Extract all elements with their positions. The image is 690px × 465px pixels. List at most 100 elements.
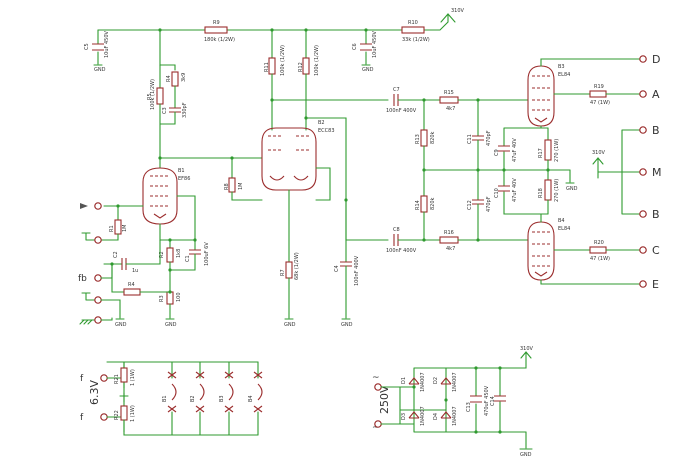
resistor-r19: R19 47 (1W)	[589, 84, 641, 106]
r20-name: R20	[594, 240, 604, 246]
r22-value: 1 (1W)	[130, 405, 136, 422]
terminal-m-label: M	[652, 166, 662, 179]
ac-terminal-bottom	[374, 420, 382, 428]
terminal-m	[639, 168, 647, 176]
heater-b2: B2	[190, 361, 205, 436]
terminal-c-label: C	[652, 244, 660, 257]
c5-name: C5	[84, 43, 90, 50]
terminal-b-top	[639, 126, 647, 134]
ac-tilde-bottom: ~	[372, 423, 380, 433]
r18-name: R18	[538, 188, 544, 198]
r20-value: 47 (1W)	[590, 256, 610, 262]
r17-value: 270 (1W)	[554, 139, 560, 162]
heater-b4-label: B4	[248, 395, 254, 402]
r16-name: R16	[444, 230, 454, 236]
c4-value: 100nF 400V	[354, 255, 360, 286]
heater-supply: f f 6.3V R21 1 (1W) R22 1 (1W) B1 B2	[80, 361, 263, 436]
r9-value: 180k (1/2W)	[204, 37, 235, 43]
c8-value: 100nF 400V	[386, 248, 417, 254]
capacitor-c5: C5 10uF 450V GND	[84, 29, 110, 73]
tube-b2: B2 ECC83	[261, 120, 335, 191]
r17-name: R17	[538, 148, 544, 158]
capacitor-c13: C13 470uF 450V	[466, 367, 490, 433]
r13-name: R13	[415, 134, 421, 144]
psu-voltage-label: 310V	[520, 346, 534, 352]
gnd-cathode: GND	[566, 186, 578, 192]
terminal-d	[639, 55, 647, 63]
gnd-r3: GND	[165, 322, 177, 328]
input-stage: R5 100k (1/2W) R4 3k9 C3 330pF B1 EF86 R…	[97, 29, 263, 328]
heater-f-bottom: f	[80, 413, 84, 423]
c8-name: C8	[393, 227, 400, 233]
diode-d3: D3 1N4007	[401, 406, 426, 426]
r2-name: R2	[159, 251, 165, 258]
fb-terminal	[94, 274, 102, 282]
r2-value: 1k8	[176, 249, 182, 258]
c11-name: C11	[467, 134, 473, 144]
tube-b3: B3 EL84	[527, 58, 641, 129]
c9-value: 47uF 40V	[512, 138, 518, 162]
r8-name: R8	[224, 183, 230, 190]
r22-name: R22	[114, 410, 120, 420]
output-coupling: C7 100nF 400V R15 4k7 C8 100nF 400V R16 …	[386, 87, 578, 254]
heater-terminal-bottom	[100, 413, 108, 421]
c1-value: 100uF 6V	[204, 242, 210, 266]
r11-value: 100k (1/2W)	[280, 45, 286, 76]
diode-d4: D4 1N4007	[433, 406, 458, 426]
c12-value: 470pF	[486, 196, 492, 212]
terminal-a	[639, 90, 647, 98]
output-terminals: D A B M B C E	[639, 53, 662, 291]
fb-label: fb	[78, 274, 87, 284]
ht-voltage: 250V	[378, 385, 391, 414]
r5-value: 100k (1/2W)	[150, 79, 156, 110]
d2-type: 1N4007	[452, 372, 458, 392]
c1-name: C1	[185, 255, 191, 262]
r18-value: 270 (1W)	[554, 179, 560, 202]
r19-name: R19	[594, 84, 604, 90]
heater-b3-label: B3	[219, 395, 225, 402]
terminal-e-label: E	[652, 278, 659, 291]
c6-name: C6	[352, 43, 358, 50]
heater-b2-label: B2	[190, 395, 196, 402]
c3-name: C3	[162, 107, 168, 114]
input-terminal	[94, 202, 102, 210]
d4-type: 1N4007	[452, 406, 458, 426]
r21-name: R21	[114, 374, 120, 384]
heater-voltage: 6.3V	[88, 380, 101, 405]
r-3k9-value: 3k9	[181, 73, 187, 82]
heater-f-top: f	[80, 374, 84, 384]
c2-name: C2	[113, 251, 119, 258]
terminal-a-label: A	[652, 88, 660, 101]
b4-name: B4	[558, 218, 565, 224]
gnd-c4: GND	[341, 322, 353, 328]
r1-name: R1	[109, 225, 115, 232]
c9-name: C9	[494, 149, 500, 156]
diode-d2: D2 1N4007	[433, 372, 458, 392]
r13-value: 820k	[430, 131, 436, 144]
supply-voltage-label: 310V	[451, 8, 465, 14]
b1-name: B1	[178, 168, 185, 174]
terminal-b-bottom	[639, 210, 647, 218]
r21-value: 1 (1W)	[130, 369, 136, 386]
input-terminals: fb GND	[78, 202, 127, 328]
c13-name: C13	[466, 402, 472, 412]
c11-value: 470pF	[486, 130, 492, 146]
ht-power-supply: ~ ~ 250V D1 1N4007 D2 1N4007 D3 1N4007 D…	[372, 346, 534, 458]
r-3k9-name: R4	[166, 75, 172, 82]
d4-name: D4	[433, 413, 439, 420]
c4-name: C4	[334, 265, 340, 272]
b3-name: B3	[558, 64, 565, 70]
resistor-r9: R9 180k (1/2W)	[204, 20, 235, 43]
b3-type: EL84	[558, 72, 570, 78]
r3-value: 100	[176, 292, 182, 302]
c13-value: 470uF 450V	[484, 385, 490, 416]
gnd-input: GND	[115, 322, 127, 328]
r10-name: R10	[408, 20, 418, 26]
d3-name: D3	[401, 413, 407, 420]
c14-name: C14	[490, 396, 496, 406]
heater-terminal-top	[100, 374, 108, 382]
c7-name: C7	[393, 87, 400, 93]
d3-type: 1N4007	[420, 406, 426, 426]
c6-value: 10uF 450V	[372, 30, 378, 58]
